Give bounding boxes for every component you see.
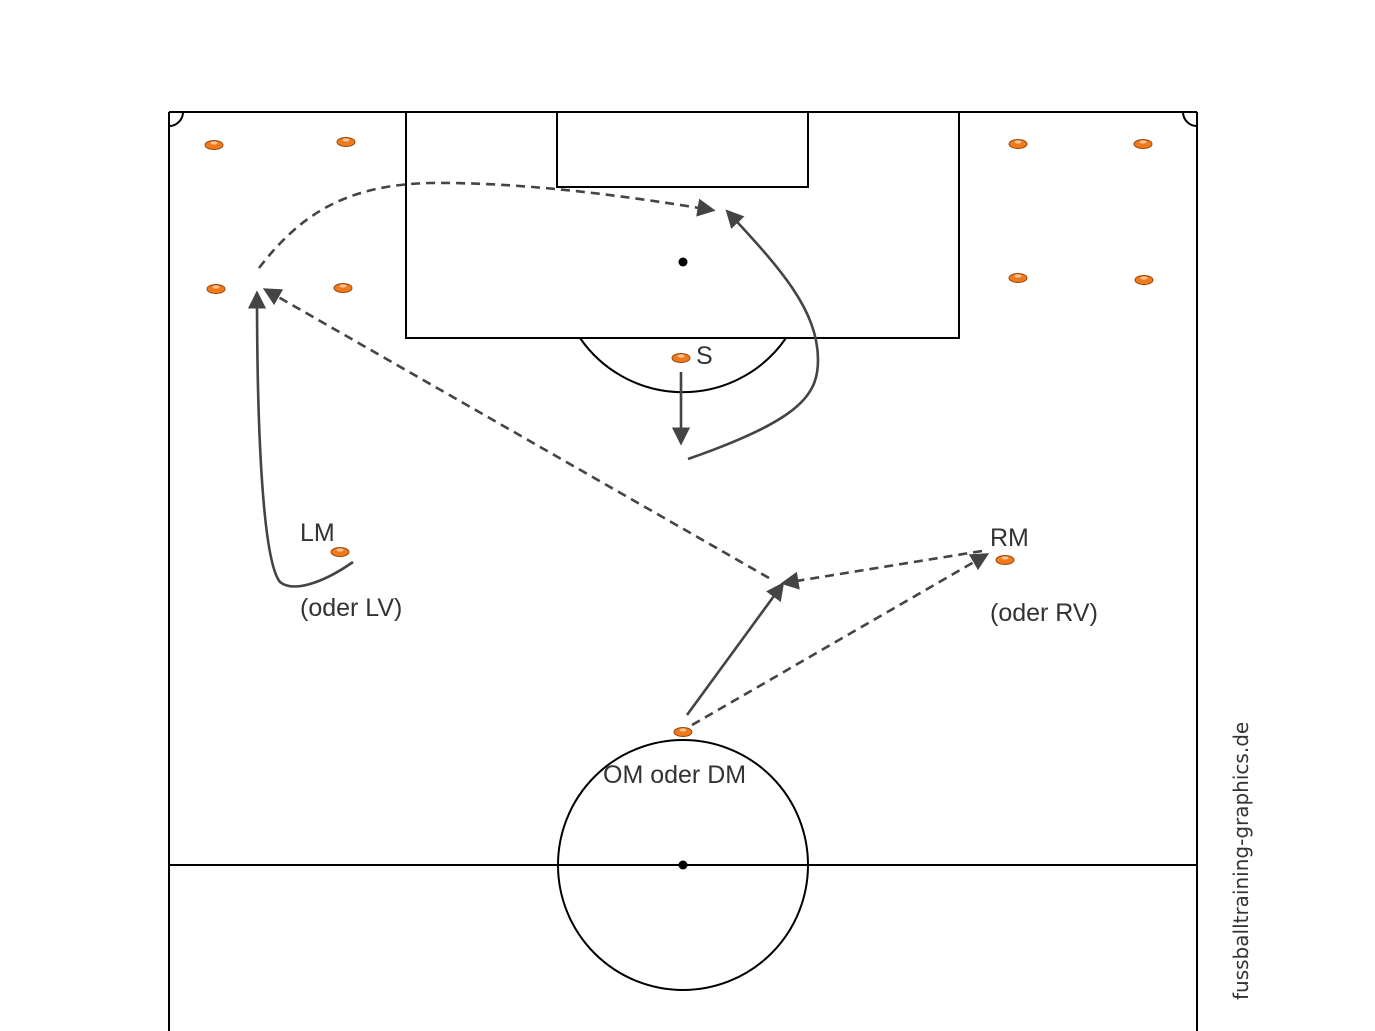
cone-rm <box>995 555 1015 565</box>
pass-arrows <box>257 181 990 727</box>
corner-arc-left <box>168 111 184 127</box>
cone-corner-left-4 <box>333 283 353 293</box>
penalty-arc <box>579 337 787 394</box>
run-arrow-lm <box>247 290 354 588</box>
cone-om <box>673 727 693 737</box>
labels: S LM (oder LV) RM (oder RV) OM oder DM <box>300 342 1098 789</box>
movement-arrows <box>247 209 820 716</box>
label-s: S <box>696 342 713 370</box>
cone-lm <box>330 547 350 557</box>
cones <box>204 137 1154 737</box>
label-om: OM oder DM <box>603 761 746 789</box>
cone-corner-right-2 <box>1133 139 1153 149</box>
cone-corner-right-1 <box>1008 139 1028 149</box>
label-rm-alt: (oder RV) <box>990 599 1098 627</box>
label-rm: RM <box>990 524 1029 552</box>
cone-s <box>671 353 691 363</box>
pass-arrow-om-to-rm <box>691 553 990 727</box>
run-arrow-om <box>685 582 785 716</box>
pass-arrow-rm-to-om <box>780 549 983 590</box>
corner-arc-right <box>1182 111 1198 127</box>
cone-corner-right-4 <box>1134 275 1154 285</box>
run-arrow-s-curve <box>687 209 820 461</box>
pitch-lines <box>168 111 1198 1031</box>
center-spot <box>678 860 688 870</box>
pass-arrow-cross <box>257 181 716 269</box>
label-lm: LM <box>300 519 335 547</box>
goal-area <box>556 111 809 188</box>
cone-corner-left-2 <box>336 137 356 147</box>
pass-arrow-om-to-lm <box>262 288 770 580</box>
cone-corner-left-3 <box>206 284 226 294</box>
label-lm-alt: (oder LV) <box>300 594 402 622</box>
center-circle <box>557 739 809 991</box>
penalty-spot <box>678 257 688 267</box>
penalty-area <box>405 111 960 339</box>
cone-corner-left-1 <box>204 140 224 150</box>
watermark: fussballtraining-graphics.de <box>1229 722 1253 1000</box>
cone-corner-right-3 <box>1008 273 1028 283</box>
